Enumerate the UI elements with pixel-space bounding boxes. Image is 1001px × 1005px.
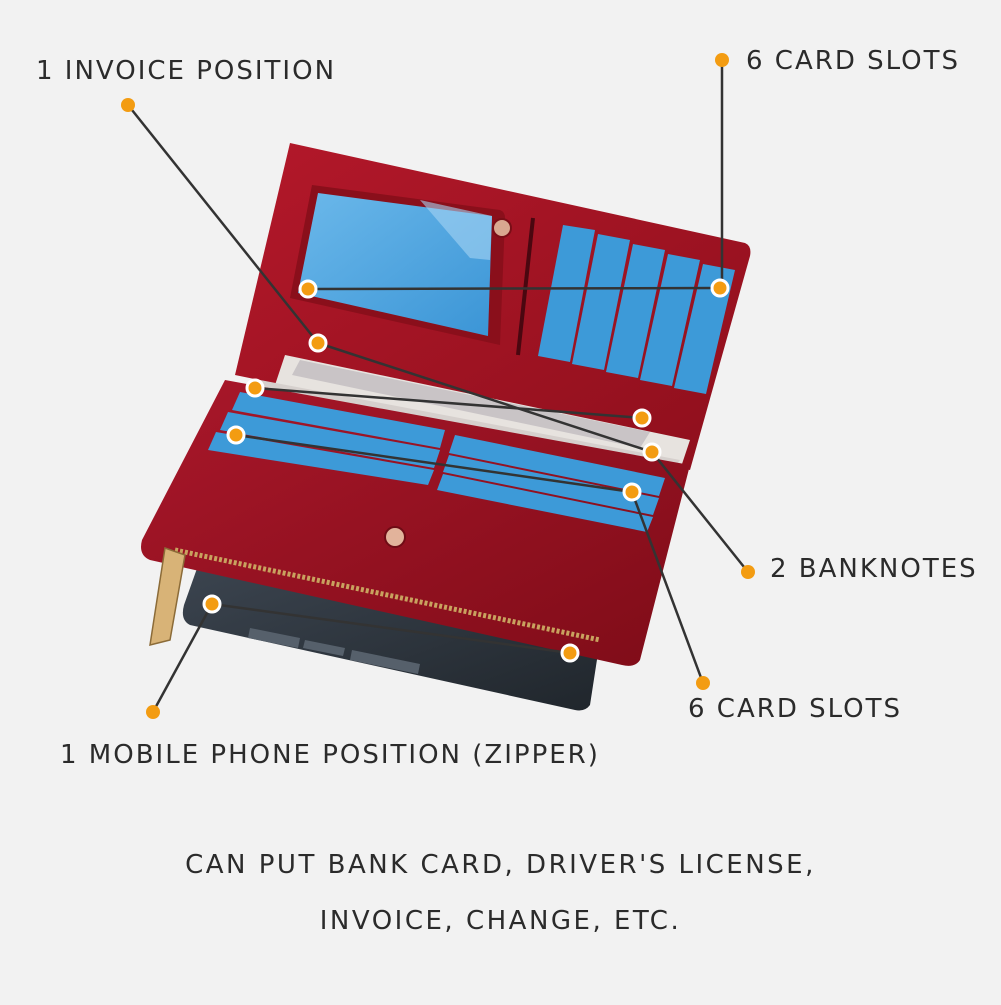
- caption-line-1: CAN PUT BANK CARD, DRIVER'S LICENSE,: [185, 850, 816, 880]
- label-phone-position: 1 MOBILE PHONE POSITION (ZIPPER): [60, 740, 600, 770]
- label-card-slots-top: 6 CARD SLOTS: [746, 46, 961, 76]
- snap-button-icon: [492, 218, 512, 238]
- zipper-pull-icon: [149, 546, 186, 647]
- label-card-slots-bottom: 6 CARD SLOTS: [688, 694, 903, 724]
- snap-button-icon: [384, 526, 406, 548]
- callout-lines: [127, 60, 749, 713]
- caption-line-2: INVOICE, CHANGE, ETC.: [319, 906, 682, 936]
- wallet-body: [141, 380, 690, 666]
- mobile-phone: [182, 560, 600, 711]
- id-window: [298, 193, 492, 336]
- callout-dots: [121, 53, 755, 719]
- label-invoice-position: 1 INVOICE POSITION: [36, 56, 337, 86]
- card-slots-bottom: [208, 392, 665, 532]
- label-banknotes: 2 BANKNOTES: [770, 554, 978, 584]
- zipper: [174, 547, 601, 643]
